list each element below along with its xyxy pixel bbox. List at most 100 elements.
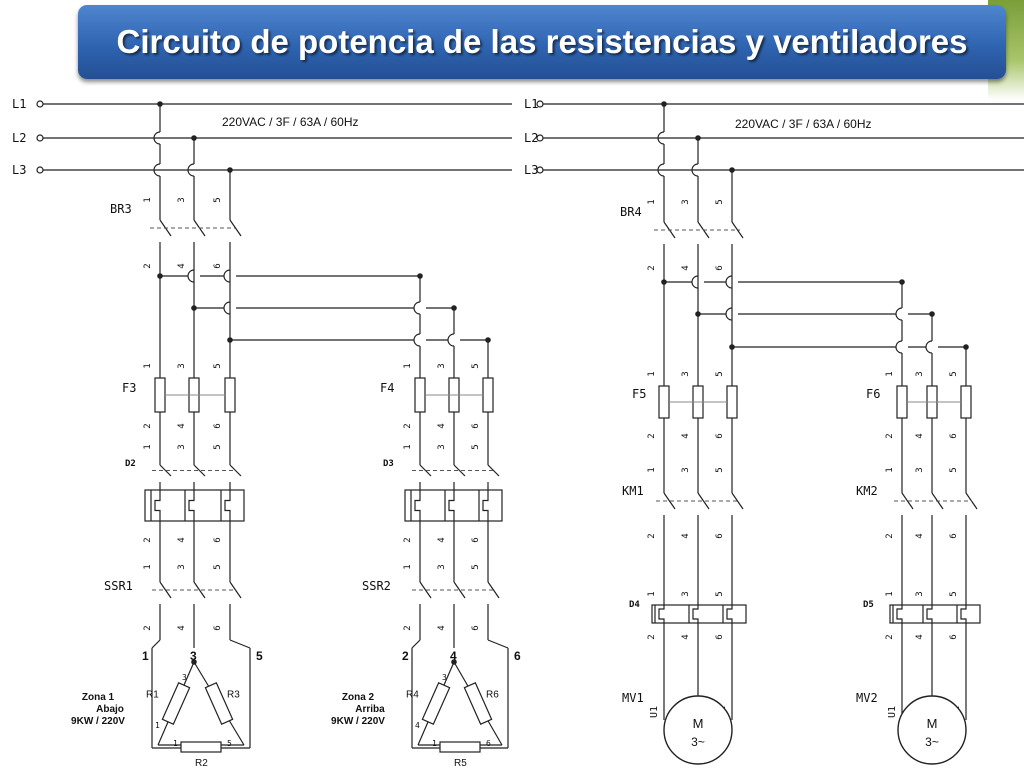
terminal-number: 2: [647, 533, 657, 538]
overload-label: D4: [629, 600, 640, 610]
terminal-number: 1: [403, 564, 413, 569]
thermal-element: [224, 490, 231, 521]
slide-title: Circuito de potencia de las resistencias…: [116, 23, 968, 60]
thermal-element: [482, 490, 489, 521]
switch-contact: [731, 492, 744, 510]
fuse: [896, 385, 908, 419]
terminal-number: 1: [647, 199, 657, 204]
terminal-number: 2: [143, 263, 153, 268]
terminal-number: 5: [213, 444, 223, 449]
wire: [151, 639, 161, 649]
fuse: [482, 377, 494, 413]
terminal-number: 2: [143, 423, 153, 428]
zone-label: Arriba: [355, 704, 385, 715]
motor-circle: [663, 695, 733, 765]
fuse: [414, 377, 426, 413]
terminal-number: 2: [885, 533, 895, 538]
supply-rating: 220VAC / 3F / 63A / 60Hz: [222, 115, 359, 129]
wire-crossover: [657, 163, 665, 177]
terminal-number: 3: [177, 444, 187, 449]
wire-crossover: [725, 307, 733, 321]
line-label: L1: [12, 97, 26, 111]
motor-label: MV1: [622, 691, 644, 705]
wire-crossover: [223, 301, 231, 315]
terminal-number: 6: [715, 433, 725, 438]
switch-contact: [901, 492, 914, 510]
terminal-number: 1: [143, 444, 153, 449]
terminal-number: 4: [681, 433, 691, 438]
terminal-number: 4: [681, 634, 691, 639]
terminal-number: 3: [681, 591, 691, 596]
resistor: [180, 741, 222, 753]
switch-contact: [487, 581, 500, 599]
terminal-number: 6: [715, 634, 725, 639]
terminal-number: 4: [415, 721, 420, 730]
terminal-number: 5: [471, 444, 481, 449]
terminal-number: 1: [885, 591, 895, 596]
fuse: [658, 385, 670, 419]
switch-contact: [453, 464, 466, 477]
line-label: L1: [524, 97, 538, 111]
terminal-number: 4: [437, 423, 447, 428]
terminal-number: 1: [432, 739, 437, 748]
breaker-label: BR4: [620, 205, 642, 219]
terminal-number: 4: [177, 625, 187, 630]
zone-label: Zona 2: [342, 692, 375, 703]
switch-contact: [229, 219, 242, 237]
terminal-number: 3: [681, 199, 691, 204]
terminal-number: 6: [949, 433, 959, 438]
switch-contact: [193, 464, 206, 477]
terminal-number: 6: [949, 533, 959, 538]
junction-dot: [451, 659, 457, 665]
wire-crossover: [187, 269, 195, 283]
terminal-number: 6: [213, 423, 223, 428]
fuse-label: F5: [632, 387, 646, 401]
thermal-element: [188, 490, 195, 521]
line-label: L2: [12, 131, 26, 145]
terminal-number: 1: [403, 444, 413, 449]
terminal-number: 3: [437, 564, 447, 569]
wire-crossover: [413, 333, 421, 347]
resistor: [421, 681, 451, 726]
terminal-number: 3: [915, 371, 925, 376]
terminal-number: 3: [182, 673, 187, 682]
wire-crossover: [657, 131, 665, 145]
switch-contact: [193, 581, 206, 599]
switch-contact: [159, 464, 172, 477]
zone-label: Abajo: [96, 704, 124, 715]
thermal-element: [726, 605, 733, 623]
terminal-number: 2: [403, 625, 413, 630]
switch-contact: [419, 464, 432, 477]
terminal-number: 1: [647, 371, 657, 376]
terminal-number: 6: [213, 263, 223, 268]
switch-contact: [419, 581, 432, 599]
wire: [487, 639, 509, 649]
terminal-number: 4: [177, 423, 187, 428]
switch-contact: [731, 221, 744, 239]
thermal-element: [448, 490, 455, 521]
motor-terminal: U1: [649, 706, 660, 718]
terminal-number: 6: [471, 537, 481, 542]
ssr-label: SSR2: [362, 579, 391, 593]
motor-symbol: 3~: [691, 735, 705, 749]
resistor-label: R1: [146, 690, 159, 701]
terminal-number: 2: [885, 433, 895, 438]
terminal-number: 5: [256, 649, 263, 663]
supply-rating: 220VAC / 3F / 63A / 60Hz: [735, 117, 872, 131]
zone-label: 9KW / 220V: [331, 716, 385, 727]
contactor-label: KM2: [856, 484, 878, 498]
terminal-number: 1: [143, 363, 153, 368]
terminal-number: 6: [514, 649, 521, 663]
wire-crossover: [447, 333, 455, 347]
fuse-label: F6: [866, 387, 880, 401]
motor-circle: [897, 695, 967, 765]
terminal-circle: [36, 134, 44, 142]
terminal-number: 5: [715, 591, 725, 596]
terminal-number: 5: [213, 564, 223, 569]
zone-label: 9KW / 220V: [71, 716, 125, 727]
terminal-number: 2: [143, 625, 153, 630]
thermal-element: [692, 605, 699, 623]
terminal-number: 5: [213, 197, 223, 202]
terminal-number: 4: [681, 533, 691, 538]
wire-crossover: [187, 163, 195, 177]
